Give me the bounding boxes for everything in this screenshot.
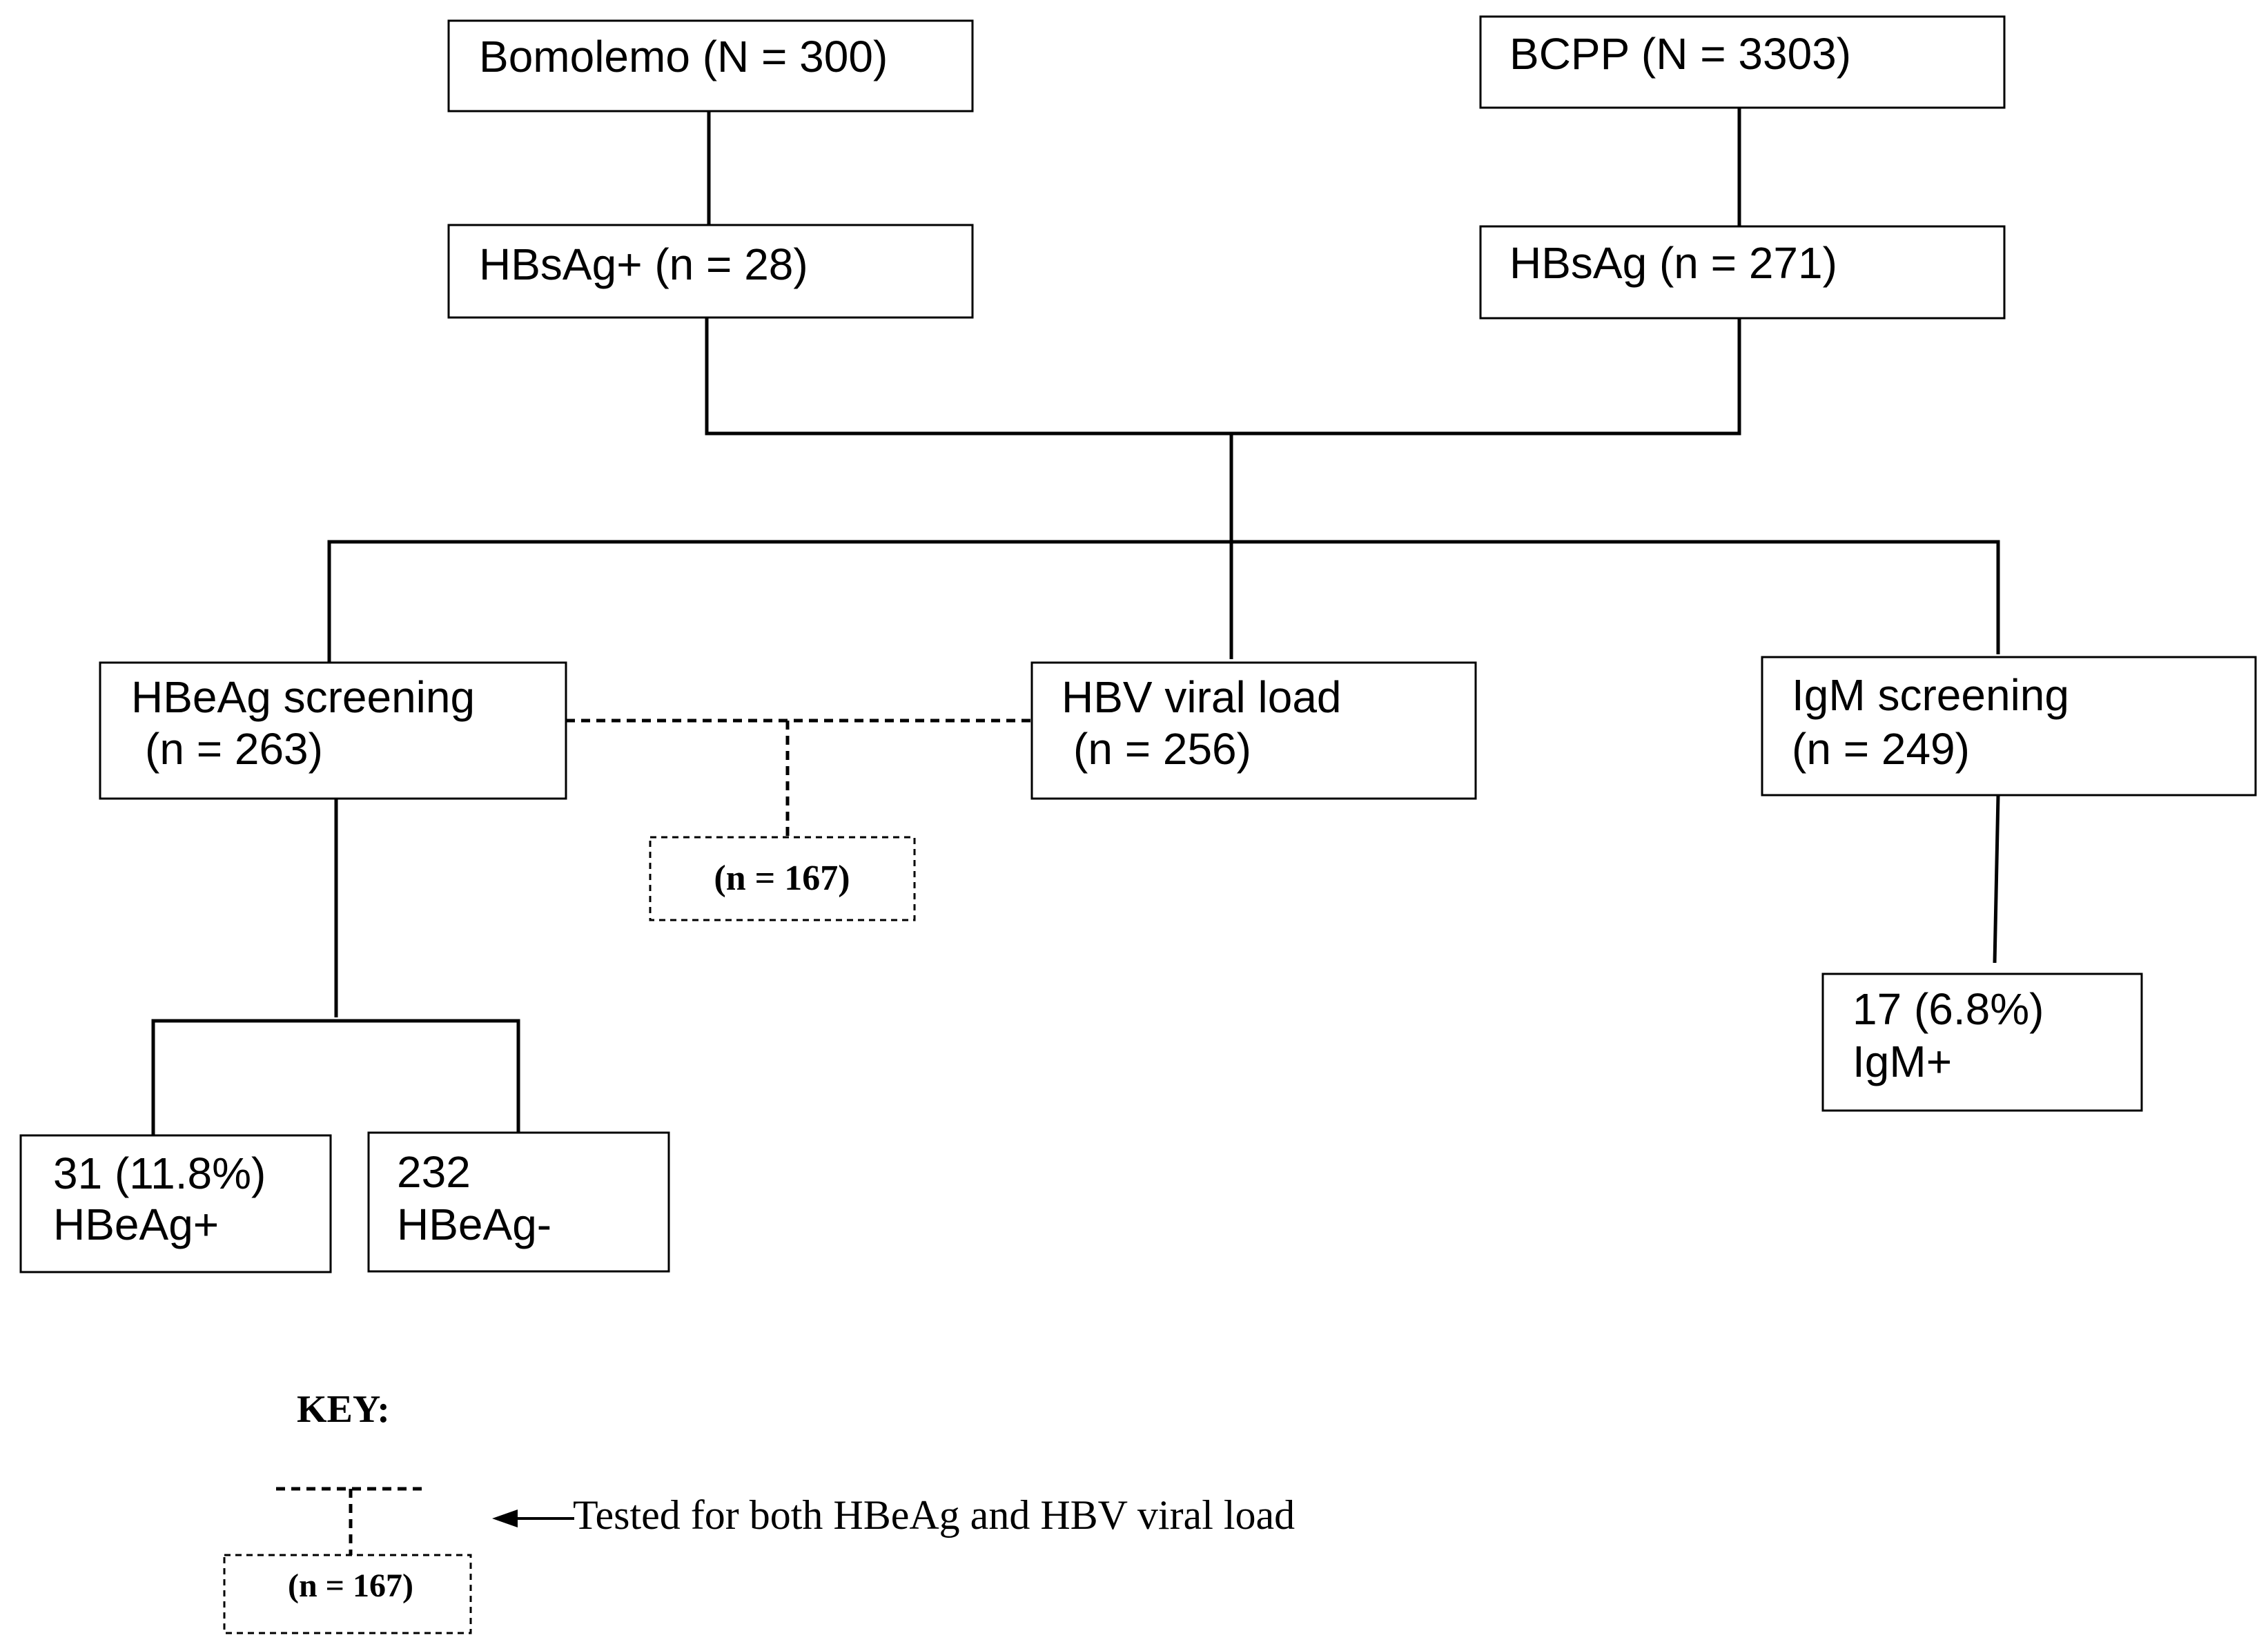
key-description: Tested for both HBeAg and HBV viral load: [573, 1492, 1295, 1538]
key-sample-box: [223, 1554, 472, 1634]
overlap-label: (n = 167): [714, 859, 850, 898]
hbv-viral-load-title: HBV viral load: [1062, 672, 1342, 722]
hbsag-box: HBsAg (n = 271): [1479, 225, 2006, 320]
connector-igm-result: [1993, 794, 2000, 964]
bcpp-box: BCPP (N = 3303): [1479, 15, 2006, 109]
hbeag-screening-box: HBeAg screening (n = 263): [99, 661, 567, 800]
hbv-viral-load-box: HBV viral load (n = 256): [1030, 661, 1477, 800]
hbsag-pos-label: HBsAg+ (n = 28): [479, 240, 808, 289]
hbeag-neg-box: 232 HBeAg-: [367, 1131, 670, 1273]
igm-screening-title: IgM screening: [1792, 670, 2069, 720]
igm-pos-label: IgM+: [1852, 1037, 1952, 1086]
hbeag-screening-count: (n = 263): [145, 724, 323, 774]
hbeag-pos-box: 31 (11.8%) HBeAg+: [19, 1134, 332, 1273]
igm-pos-count: 17 (6.8%): [1852, 984, 2044, 1034]
igm-pos-box: 17 (6.8%) IgM+: [1821, 973, 2143, 1112]
connector-hbeag-split: [151, 1019, 520, 1135]
key-arrow-icon: [492, 1510, 518, 1527]
bomolemo-box: Bomolemo (N = 300): [447, 19, 974, 113]
hbeag-pos-label: HBeAg+: [53, 1200, 219, 1249]
hbv-viral-load-count: (n = 256): [1073, 724, 1251, 774]
overlap-box: (n = 167): [649, 836, 916, 921]
connectors: [151, 108, 2000, 1135]
connector-branch: [327, 540, 2000, 663]
hbeag-screening-title: HBeAg screening: [131, 672, 475, 722]
hbeag-neg-count: 232: [397, 1147, 471, 1197]
bcpp-label: BCPP (N = 3303): [1509, 29, 1851, 79]
hbsag-label: HBsAg (n = 271): [1509, 238, 1837, 288]
connector-merge: [705, 318, 1741, 436]
key-sample-label: (n = 167): [288, 1567, 413, 1604]
key-title: KEY:: [297, 1388, 390, 1431]
hbeag-neg-label: HBeAg-: [397, 1200, 551, 1249]
bomolemo-label: Bomolemo (N = 300): [479, 32, 888, 81]
hbeag-pos-count: 31 (11.8%): [53, 1149, 266, 1198]
igm-screening-count: (n = 249): [1792, 724, 1970, 774]
key-legend: KEY: (n = 167) Tested for both HBeAg and…: [223, 1388, 1295, 1634]
hbsag-pos-box: HBsAg+ (n = 28): [447, 224, 974, 319]
igm-screening-box: IgM screening (n = 249): [1761, 656, 2257, 797]
